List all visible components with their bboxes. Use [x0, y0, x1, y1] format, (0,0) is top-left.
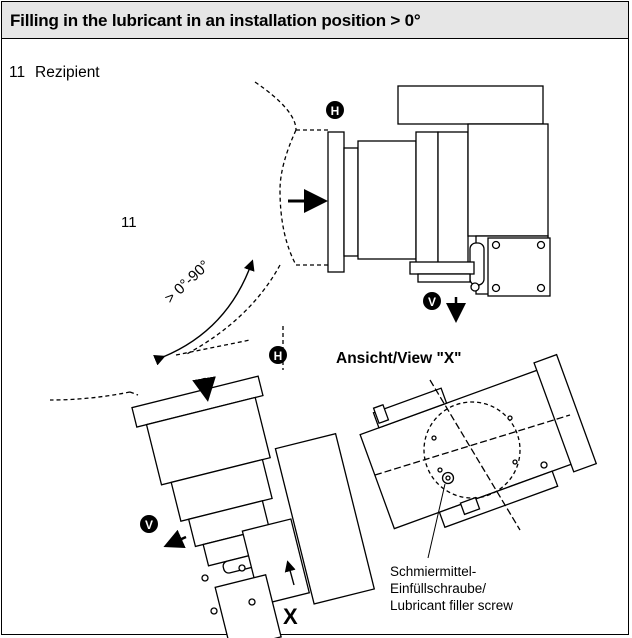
- note-line-3: Lubricant filler screw: [390, 598, 514, 613]
- svg-text:V: V: [145, 518, 153, 532]
- svg-text:H: H: [274, 349, 283, 363]
- marker-x: X: [283, 604, 298, 629]
- rotation-arc: [153, 259, 255, 366]
- filler-screw-pointer: [427, 483, 446, 559]
- recipient-number-label: 11: [121, 214, 137, 231]
- svg-text:H: H: [331, 104, 340, 118]
- marker-h-lower: H: [269, 346, 287, 364]
- filler-screw-note: Schmiermittel- Einfüllschraube/ Lubrican…: [390, 563, 513, 614]
- figure-header: Filling in the lubricant in an installat…: [2, 2, 628, 39]
- view-x-title: Ansicht/View "X": [336, 350, 462, 367]
- note-line-1: Schmiermittel-: [390, 564, 477, 579]
- recipient-outline: [49, 81, 330, 401]
- legend-entry: 11 Rezipient: [9, 64, 100, 82]
- arrow-view-x: [284, 560, 296, 586]
- arrow-lower-h: [192, 376, 216, 402]
- svg-text:V: V: [428, 295, 436, 309]
- marker-v-upper: V: [423, 292, 441, 310]
- legend-text: Rezipient: [35, 64, 100, 81]
- legend-number: 11: [9, 64, 26, 81]
- arrow-lower-v: [163, 529, 187, 549]
- pump-upper: [327, 85, 551, 297]
- pump-lower: [131, 375, 376, 638]
- figure-title: Filling in the lubricant in an installat…: [10, 11, 421, 30]
- view-x-detail: [359, 353, 598, 531]
- marker-h-upper: H: [326, 101, 344, 119]
- marker-v-lower: V: [140, 515, 158, 533]
- note-line-2: Einfüllschraube/: [390, 581, 487, 596]
